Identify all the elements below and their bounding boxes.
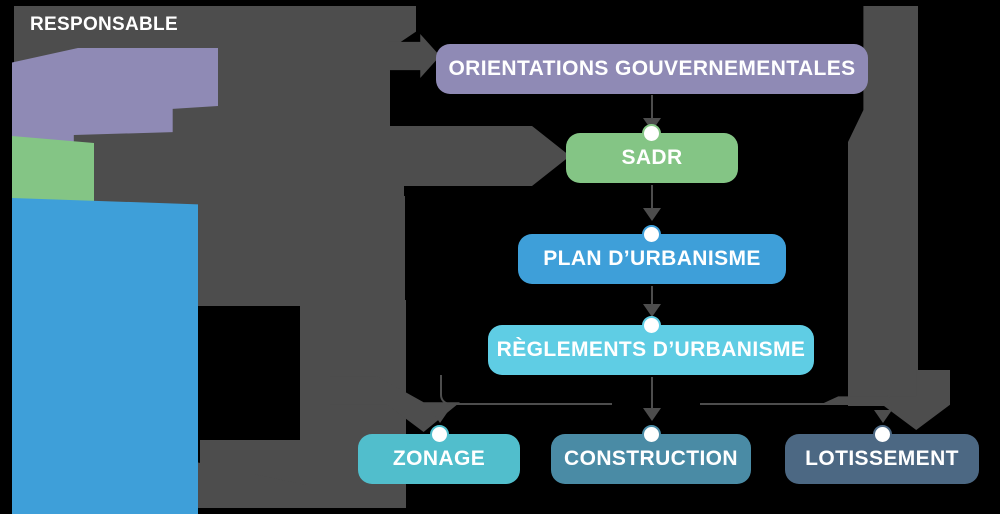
responsable-column: RESPONSABLE <box>10 6 390 514</box>
arrowhead-plan-to-reglements <box>643 304 661 317</box>
arrowhead-reglements-to-construction <box>643 408 661 421</box>
node-label: SADR <box>621 146 683 169</box>
arrowhead-reglements-to-lotissement <box>874 410 892 423</box>
responsable-band-mrc <box>12 136 94 206</box>
node-lotissement[interactable]: LOTISSEMENT <box>785 434 979 484</box>
node-dot-zonage <box>430 425 449 444</box>
node-label: ZONAGE <box>392 447 486 470</box>
node-label: CONSTRUCTION <box>564 447 738 470</box>
node-label: PLAN D’URBANISME <box>543 247 761 270</box>
node-dot-construction <box>642 425 661 444</box>
node-orientations-gouvernementales[interactable]: ORIENTATIONS GOUVERNEMENTALES <box>436 44 868 94</box>
node-label: LOTISSEMENT <box>805 447 959 470</box>
node-dot-reglements-urbanisme <box>642 316 661 335</box>
mask-arrow-to-sadr <box>370 126 570 186</box>
edge-orientations-to-sadr <box>651 95 653 121</box>
bracket-reglements-right <box>700 375 890 405</box>
node-plan-urbanisme[interactable]: PLAN D’URBANISME <box>518 234 786 284</box>
node-reglements-urbanisme[interactable]: RÈGLEMENTS D’URBANISME <box>488 325 814 375</box>
arrowhead-sadr-to-plan <box>643 208 661 221</box>
arrowhead-reglements-to-zonage <box>431 410 449 423</box>
node-dot-sadr <box>642 124 661 143</box>
edge-plan-to-reglements <box>651 286 653 309</box>
node-label: RÈGLEMENTS D’URBANISME <box>496 338 806 361</box>
responsable-title: RESPONSABLE <box>30 14 178 35</box>
edge-reglements-to-construction <box>651 377 653 411</box>
responsable-band-municipalite <box>12 198 198 514</box>
node-dot-plan-urbanisme <box>642 225 661 244</box>
bracket-reglements-left <box>440 375 612 405</box>
edge-sadr-to-plan <box>651 185 653 211</box>
node-label: ORIENTATIONS GOUVERNEMENTALES <box>448 57 856 80</box>
node-dot-lotissement <box>873 425 892 444</box>
